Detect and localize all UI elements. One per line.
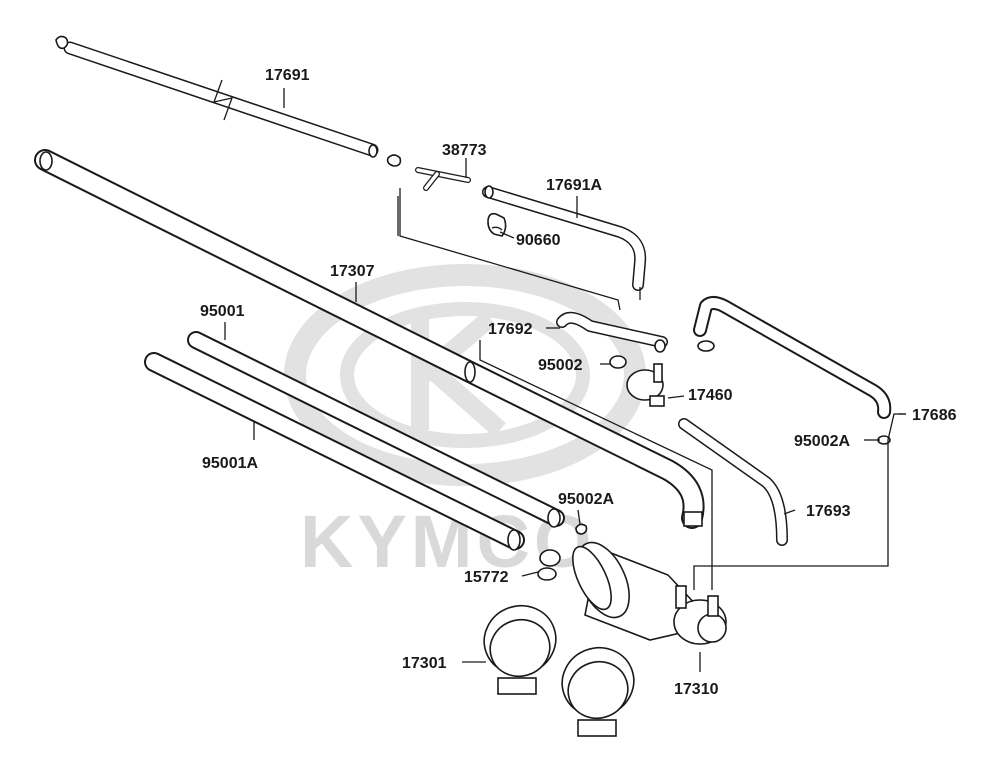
label-95001: 95001 [200, 303, 245, 320]
label-95002: 95002 [538, 357, 583, 374]
valve-17460 [626, 339, 666, 407]
label-17310: 17310 [674, 681, 719, 698]
part-labels: 17691 38773 17691A 90660 17307 95001 176… [200, 67, 957, 698]
hose-17691 [55, 35, 402, 167]
label-17686: 17686 [912, 407, 957, 424]
label-17691A: 17691A [546, 177, 602, 194]
pipe-17307 [34, 149, 705, 529]
leader-lines [224, 88, 906, 672]
label-17692: 17692 [488, 321, 533, 338]
hose-17693 [678, 418, 788, 546]
band-17301-back [561, 646, 635, 737]
clamp-95002A-center [575, 523, 588, 535]
label-15772: 15772 [464, 569, 509, 586]
pipe-95001 [187, 331, 565, 528]
pipe-95001A [144, 352, 525, 551]
clip-90660 [487, 212, 507, 237]
clamp-95002 [609, 355, 627, 369]
label-17693: 17693 [806, 503, 851, 520]
label-95002A-right: 95002A [794, 433, 850, 450]
canister-17310 [572, 541, 727, 645]
t-fitting-38773 [415, 167, 471, 191]
label-95002A-center: 95002A [558, 491, 614, 508]
band-17301-front [483, 604, 557, 695]
label-17301: 17301 [402, 655, 447, 672]
label-95001A: 95001A [202, 455, 258, 472]
label-17691: 17691 [265, 67, 310, 84]
hose-17691A [482, 185, 647, 291]
label-38773: 38773 [442, 142, 487, 159]
label-90660: 90660 [516, 232, 561, 249]
label-17460: 17460 [688, 387, 733, 404]
clamp-15772 [537, 549, 561, 581]
hose-17686 [693, 296, 892, 445]
label-17307: 17307 [330, 263, 375, 280]
hose-17692 [556, 311, 668, 348]
